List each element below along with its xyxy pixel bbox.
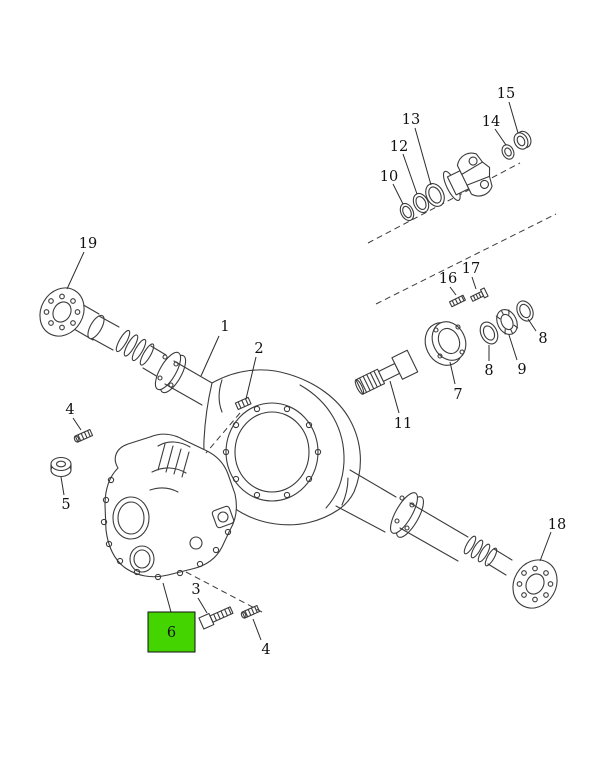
highlight-part-6: 6	[147, 611, 196, 653]
differential-carrier-drawing	[100, 433, 237, 581]
callout-label-17: 17	[462, 261, 480, 277]
callout-label-8a: 8	[484, 363, 493, 379]
callout-labels: 1 2 3 4 4 5 7 8 8 9 10 11 12 13 14 15 16…	[61, 86, 566, 658]
leader-line-5	[60, 476, 65, 496]
left-axle-shaft-drawing	[92, 315, 213, 406]
leader-line-8b	[527, 318, 537, 332]
washer-drawing-13	[425, 183, 445, 207]
left-axle-hub-drawing	[39, 287, 105, 341]
callout-label-16: 16	[439, 271, 457, 287]
callout-label-14: 14	[482, 114, 500, 130]
bolt-drawing-3	[198, 606, 234, 630]
stud-drawing-16	[448, 294, 466, 308]
callout-label-19: 19	[79, 236, 97, 252]
bearing-drawing-9	[495, 309, 519, 335]
leader-line-13	[414, 127, 432, 186]
assembly-axis-dashed-lines	[185, 162, 557, 613]
stud-drawing-4b	[240, 604, 261, 619]
leader-line-17	[471, 276, 477, 290]
callout-label-4b: 4	[261, 642, 270, 658]
callout-label-5: 5	[61, 497, 70, 513]
highlight-box-part-6[interactable]	[147, 611, 196, 653]
leader-line-7	[449, 361, 456, 385]
leader-line-14	[494, 128, 507, 146]
pinion-shaft-group-drawing	[354, 287, 534, 395]
leader-line-9	[508, 334, 518, 361]
bearing-cage-drawing-7	[424, 321, 467, 366]
callout-label-3: 3	[191, 582, 200, 598]
right-axle-hub-drawing	[512, 559, 558, 609]
leader-line-15	[508, 101, 519, 134]
leader-line-2	[245, 356, 257, 400]
callout-label-2: 2	[254, 341, 263, 357]
bolt-drawing-17	[470, 287, 489, 302]
leader-line-1	[200, 335, 220, 377]
callout-leader-lines	[60, 101, 552, 641]
pinion-yoke-group-drawing	[399, 130, 532, 222]
callout-label-18: 18	[548, 517, 566, 533]
callout-label-6: 6	[167, 625, 176, 641]
leader-line-6	[162, 582, 172, 613]
housing-stud-ring	[222, 405, 322, 499]
carrier-bolt-holes	[100, 476, 232, 581]
right-axle-tube-drawing	[335, 469, 513, 576]
ring-drawing-8b	[516, 300, 534, 322]
leader-line-12	[402, 153, 418, 195]
pinion-shaft-drawing-11	[354, 349, 419, 395]
callout-label-8b: 8	[538, 331, 547, 347]
leader-line-16	[449, 286, 457, 296]
seal-drawing-10	[399, 202, 415, 222]
stud-drawing-4a	[73, 428, 94, 443]
nut-drawing-5	[50, 456, 72, 478]
callout-label-9: 9	[517, 362, 526, 378]
callout-label-10: 10	[380, 169, 398, 185]
leader-line-19	[66, 251, 85, 290]
callout-label-15: 15	[497, 86, 515, 102]
housing-stud-part-2	[234, 396, 252, 411]
yoke-drawing	[442, 152, 493, 201]
callout-label-13: 13	[402, 112, 420, 128]
callout-label-4a: 4	[65, 402, 74, 418]
callout-label-11: 11	[394, 416, 412, 432]
nut-drawing-15	[513, 130, 532, 150]
washer-drawing-14	[501, 144, 515, 160]
leader-line-11	[389, 380, 400, 414]
callout-label-7: 7	[453, 387, 462, 403]
callout-label-1: 1	[220, 319, 229, 335]
leader-line-18	[539, 531, 552, 562]
leader-line-3	[197, 597, 208, 614]
bearing-drawing-8a	[479, 321, 499, 345]
leader-line-4a	[72, 417, 82, 431]
leader-line-10	[392, 183, 404, 205]
leader-line-4b	[252, 618, 262, 641]
callout-label-12: 12	[390, 139, 408, 155]
